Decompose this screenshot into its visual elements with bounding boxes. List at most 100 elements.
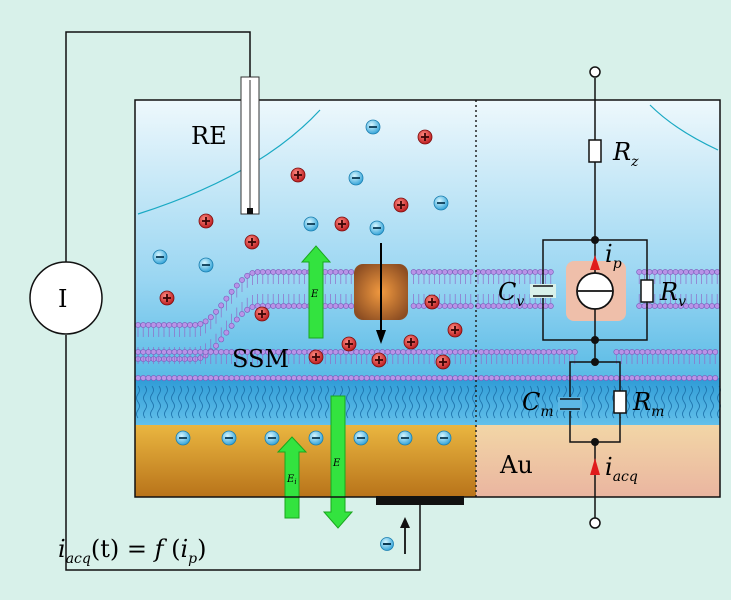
lipid-head [452,269,459,275]
lipid-head [686,375,693,381]
thiol-chain [549,385,553,419]
lipid-head [379,375,386,381]
lipid-head [561,349,568,355]
lipid-head [301,269,308,275]
lipid-head [613,375,620,381]
lipid-head [693,303,700,309]
thiol-chain [661,385,665,419]
thiol-chain [360,385,364,419]
lipid-head [426,375,433,381]
lipid-head [233,316,240,323]
lipid-head [441,269,448,275]
lipid-head [431,269,438,275]
lipid-head [415,269,422,275]
lipid-head [415,375,422,381]
lipid-head [301,375,308,381]
lipid-head [447,349,453,355]
lipid-head [516,269,523,275]
ions [152,119,463,446]
lipid-head [478,375,485,381]
lipid-head [280,269,287,275]
thiol-chain [227,385,231,419]
lipid-head [681,349,687,355]
lipid-head [270,269,277,275]
lipid-head [171,349,178,355]
lipid-head [641,303,648,309]
lipid-head [218,349,225,355]
lipid-head [532,303,539,309]
lipid-head [358,349,365,355]
lipid-head [644,349,651,355]
field-label-membrane: E [310,289,319,300]
lipid-head [535,349,542,355]
lipid-head [254,375,261,381]
lipid-head [457,303,464,309]
lipid-head [657,269,663,275]
lipid-head [542,269,549,275]
lipid-head [207,349,214,355]
thiol-chain [304,385,308,419]
lipid-head [514,375,521,381]
lipid-head [291,349,297,355]
thiol-chain [598,385,602,419]
thiol-chain [710,385,714,419]
thiol-chain [486,385,490,419]
lipid-head [197,375,204,381]
lipid-head [285,269,292,275]
thiol-chain [402,385,406,419]
lipid-head [421,269,427,275]
lipid-head [703,269,710,275]
lipid-head [467,303,474,309]
thiol-chain [255,385,259,419]
lipid-head [327,269,334,275]
thiol-chain [535,385,539,419]
lipid-head [218,375,225,381]
lipid-head [488,349,495,355]
lipid-head [540,349,547,355]
lipid-head [441,349,448,355]
lipid-head [712,349,719,355]
lipid-head [421,349,427,355]
lipid-head [521,269,528,275]
thiol-chain [178,385,182,419]
lipid-head [135,375,141,381]
thiol-chain [290,385,294,419]
lipid-head [348,269,355,275]
lipid-head [171,375,178,381]
thiol-chain [458,385,462,419]
lipid-head [646,303,653,309]
lipid-head [688,303,695,309]
lipid-head [395,349,401,355]
lipid-head [441,303,448,309]
lipid-head [530,349,537,355]
lipid-head [636,269,643,275]
thiol-chain [584,385,588,419]
lipid-head [166,349,173,355]
re-label: RE [191,122,227,150]
lipid-head [649,349,656,355]
lipid-head [462,303,469,309]
thiol-chain [416,385,420,419]
lipid-head [452,375,459,381]
lipid-head [511,269,518,275]
lipid-head [358,375,365,381]
lipid-head [348,303,355,309]
lipid-head [447,375,453,381]
thiol-chain [647,385,651,419]
lipid-head [447,303,453,309]
thiol-chain [262,385,266,419]
lipid-head [483,349,490,355]
lipid-head [683,269,689,275]
lipid-head [501,269,507,275]
lipid-head [265,269,271,275]
lipid-head [244,375,251,381]
lipid-head [525,349,531,355]
lipid-head [623,375,630,381]
lipid-head [467,269,474,275]
lipid-head [327,375,334,381]
lipid-head [545,349,552,355]
minus-sign [383,543,391,545]
thiol-chain [689,385,693,419]
lipid-head [649,375,656,381]
